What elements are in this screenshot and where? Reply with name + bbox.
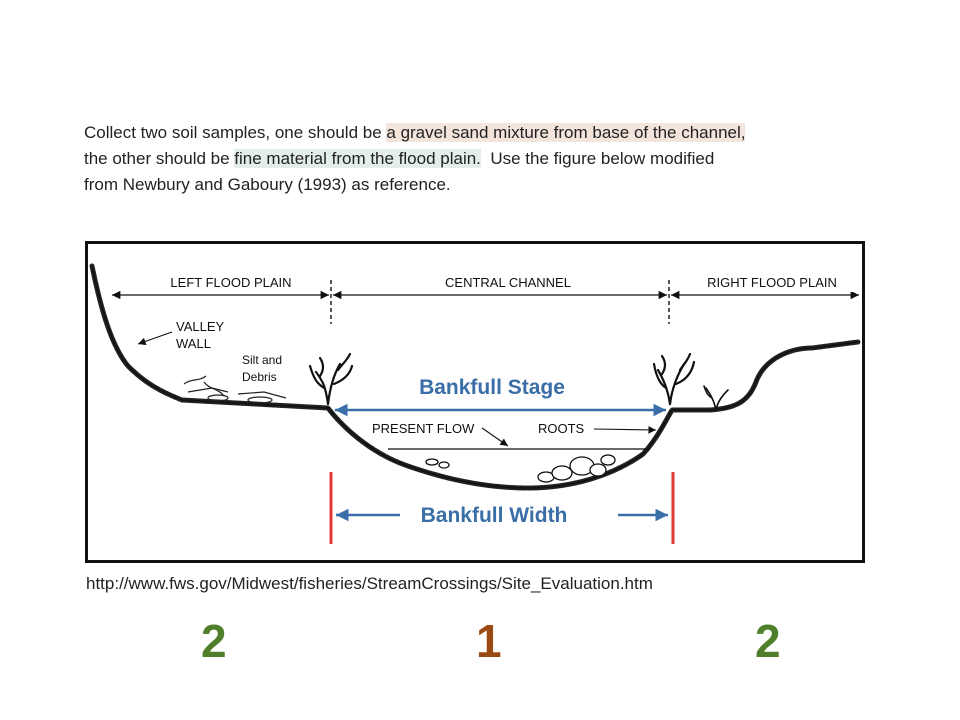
left-flood-plain-label: LEFT FLOOD PLAIN [170, 275, 291, 290]
ground-profile-edge [91, 265, 859, 489]
channel-gravel [425, 454, 616, 483]
zone-number-center: 1 [476, 615, 502, 667]
zone-number-left: 2 [201, 615, 227, 667]
bankfull-width-label: Bankfull Width [421, 504, 568, 527]
intro-line-2-text: the other should be [84, 149, 235, 168]
silt-debris-label-line-1: Silt and [242, 353, 282, 367]
intro-text: Collect two soil samples, one should be … [84, 120, 874, 198]
channel-cross-section-figure: LEFT FLOOD PLAIN CENTRAL CHANNEL RIGHT F… [85, 241, 865, 563]
fine-material-highlight: fine material from the flood plain. [234, 149, 481, 168]
roots-label: ROOTS [538, 421, 585, 436]
intro-line-3: from Newbury and Gaboury (1993) as refer… [84, 175, 451, 194]
gravel-highlight: a gravel sand mixture from base of the c… [386, 123, 746, 142]
source-url: http://www.fws.gov/Midwest/fisheries/Str… [86, 574, 653, 593]
valley-wall-leader [137, 331, 173, 346]
silt-debris-label-line-2: Debris [242, 370, 277, 384]
right-flood-plain-label: RIGHT FLOOD PLAIN [707, 275, 837, 290]
intro-line-1: Collect two soil samples, one should be … [84, 120, 874, 146]
zone-number-right: 2 [755, 615, 781, 667]
intro-line-2: the other should be fine material from t… [84, 146, 874, 172]
right-shrub [652, 352, 696, 406]
valley-wall-label-line-2: WALL [176, 336, 211, 351]
valley-wall-label-line-1: VALLEY [176, 319, 225, 334]
left-shrub [308, 352, 354, 406]
intro-line-2-tail: Use the figure below modified [480, 149, 715, 168]
small-shrub [703, 385, 729, 411]
silt-debris-marks [183, 375, 287, 404]
present-flow-leader [481, 427, 509, 447]
roots-leader [593, 426, 657, 434]
central-channel-label: CENTRAL CHANNEL [445, 275, 571, 290]
present-flow-label: PRESENT FLOW [372, 421, 475, 436]
cross-section-diagram: LEFT FLOOD PLAIN CENTRAL CHANNEL RIGHT F… [89, 263, 861, 544]
bankfull-stage-label: Bankfull Stage [419, 376, 565, 399]
intro-line-1-text: Collect two soil samples, one should be [84, 123, 387, 142]
